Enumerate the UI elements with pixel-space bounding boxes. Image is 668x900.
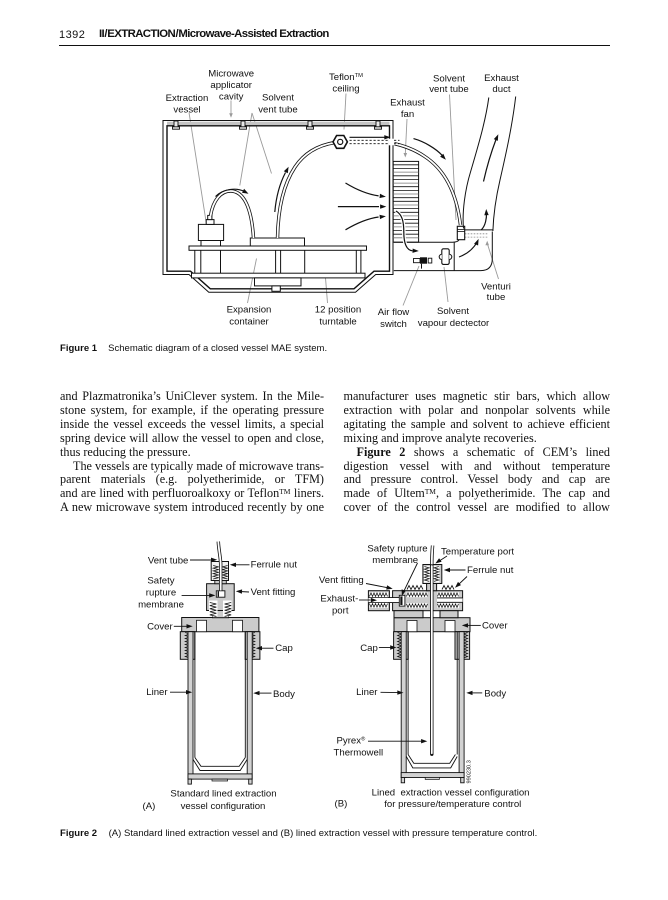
svg-text:Vent fitting: Vent fitting [251, 587, 296, 598]
svg-text:Vent fitting: Vent fitting [319, 575, 364, 586]
svg-text:applicator: applicator [210, 80, 252, 91]
svg-text:Temperature port: Temperature port [441, 547, 514, 558]
svg-text:membrane: membrane [372, 555, 418, 566]
svg-text:Ferrule nut: Ferrule nut [251, 560, 298, 571]
svg-text:switch: switch [380, 319, 407, 330]
svg-text:turntable: turntable [319, 317, 356, 328]
svg-text:Air flow: Air flow [378, 307, 410, 318]
svg-text:duct: duct [492, 84, 510, 95]
svg-text:Body: Body [273, 689, 295, 700]
svg-text:Cover: Cover [147, 621, 173, 632]
svg-text:cavity: cavity [219, 92, 244, 103]
svg-text:Solvent: Solvent [437, 306, 469, 317]
svg-text:Standard lined extraction: Standard lined extraction [170, 789, 276, 800]
svg-text:vessel configuration: vessel configuration [181, 801, 266, 812]
svg-text:Safety rupture: Safety rupture [367, 544, 427, 555]
svg-text:Lined extraction vessel confi: Lined extraction vessel configuration [372, 787, 530, 798]
svg-text:ceiling: ceiling [332, 84, 359, 95]
svg-text:Safety: Safety [147, 576, 174, 587]
svg-text:Exhaust: Exhaust [484, 73, 519, 84]
svg-text:Liner: Liner [356, 687, 378, 698]
svg-text:Vent tube: Vent tube [148, 556, 189, 567]
svg-text:vent tube: vent tube [429, 84, 468, 95]
svg-text:container: container [229, 317, 269, 328]
svg-text:tube: tube [487, 292, 506, 303]
svg-text:Thermowell: Thermowell [334, 747, 384, 758]
svg-text:(A): (A) [143, 801, 156, 812]
svg-text:port: port [332, 605, 349, 616]
svg-text:Cap: Cap [360, 643, 378, 654]
svg-text:Pyrex®: Pyrex® [337, 735, 367, 746]
svg-text:(B): (B) [335, 798, 348, 809]
svg-text:vent tube: vent tube [258, 105, 297, 116]
svg-text:Exhaust-: Exhaust- [320, 593, 358, 604]
svg-text:Exhaust: Exhaust [390, 98, 425, 109]
svg-text:membrane: membrane [138, 600, 184, 611]
svg-text:Venturi: Venturi [481, 281, 511, 292]
svg-text:vessel: vessel [173, 105, 200, 116]
svg-text:Extraction: Extraction [166, 93, 209, 104]
svg-text:Cover: Cover [482, 620, 508, 631]
svg-text:Solvent: Solvent [262, 93, 294, 104]
svg-text:Cap: Cap [275, 643, 293, 654]
svg-text:for pressure/temperature contr: for pressure/temperature control [384, 799, 521, 810]
svg-text:990230.3: 990230.3 [466, 760, 472, 783]
svg-text:Microwave: Microwave [208, 69, 254, 80]
svg-text:12 position: 12 position [315, 305, 361, 316]
svg-text:vapour dectector: vapour dectector [418, 318, 490, 329]
svg-text:TeflonTM: TeflonTM [329, 72, 363, 83]
svg-text:rupture: rupture [146, 588, 176, 599]
svg-text:Ferrule nut: Ferrule nut [467, 565, 514, 576]
svg-text:Solvent: Solvent [433, 74, 465, 85]
svg-text:fan: fan [401, 109, 414, 120]
svg-text:Expansion: Expansion [227, 305, 272, 316]
svg-text:Body: Body [484, 688, 506, 699]
svg-text:Liner: Liner [146, 687, 168, 698]
